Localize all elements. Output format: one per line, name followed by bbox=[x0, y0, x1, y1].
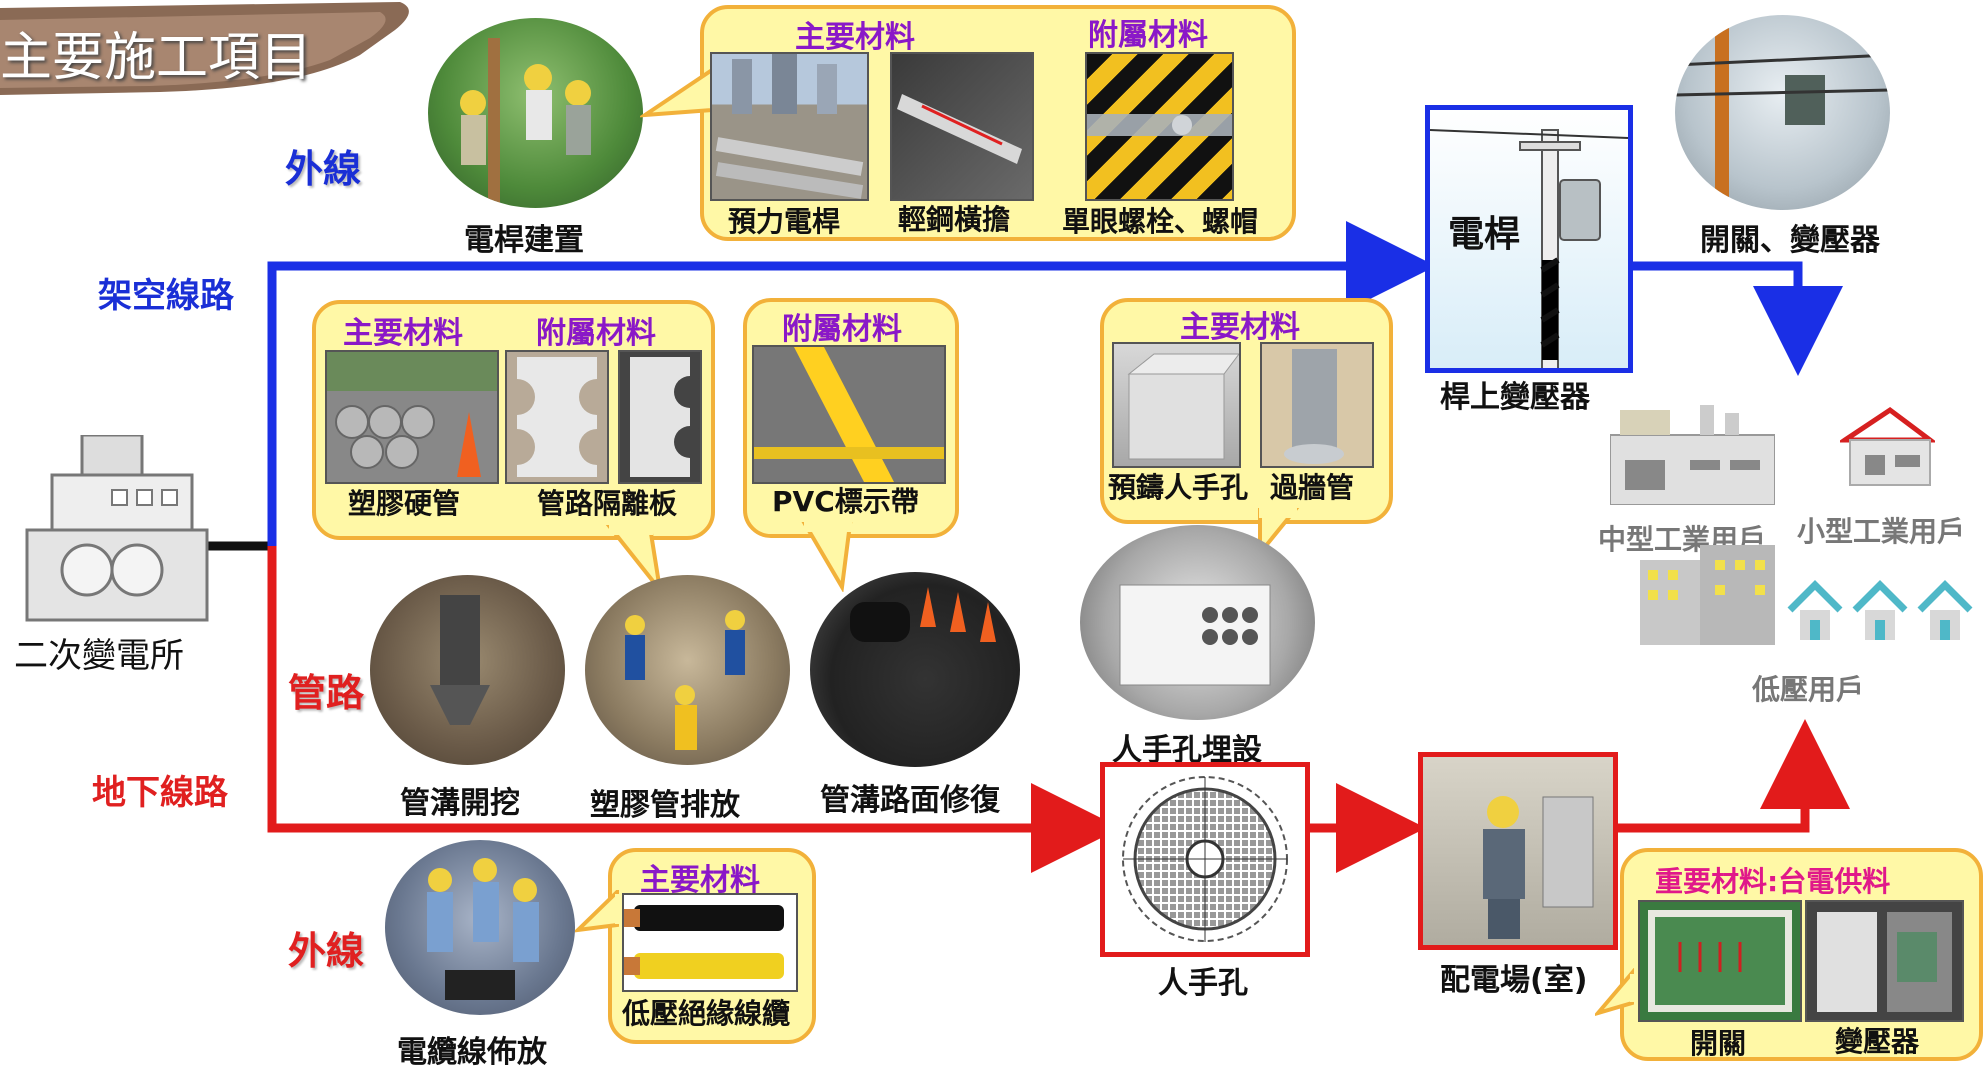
overhead-aux-header: 附屬材料 bbox=[1088, 18, 1208, 53]
prestressed-pole-photo bbox=[710, 52, 869, 201]
transformer-cabinet-photo bbox=[1805, 900, 1964, 1022]
bubble-tail-icon bbox=[575, 890, 620, 933]
pipe-aux-header: 附屬材料 bbox=[536, 316, 656, 351]
small-industry-icon bbox=[1836, 400, 1938, 490]
pole-transformer-label: 桿上變壓器 bbox=[1440, 380, 1590, 415]
plastic-pipe-photo bbox=[325, 350, 499, 484]
bubble-tail-icon bbox=[801, 522, 853, 592]
manhole-item-1: 預鑄人手孔 bbox=[1108, 471, 1249, 504]
step-label-3: 管溝路面修復 bbox=[820, 783, 1000, 818]
manhole-box bbox=[1100, 762, 1310, 957]
trench-excavation-photo bbox=[370, 575, 565, 765]
medium-industry-icon bbox=[1609, 405, 1776, 506]
overhead-section-label: 架空線路 bbox=[98, 276, 234, 316]
switch-transformer-label: 開關、變壓器 bbox=[1700, 223, 1880, 258]
houses-icon bbox=[1785, 575, 1980, 645]
eye-bolt-photo bbox=[1085, 52, 1234, 201]
pipe-item-1: 塑膠硬管 bbox=[348, 487, 461, 520]
manhole-box-label: 人手孔 bbox=[1158, 966, 1248, 1001]
underground-outer-label: 外線 bbox=[288, 929, 365, 973]
substation bbox=[12, 433, 212, 625]
taipower-item-2: 變壓器 bbox=[1835, 1025, 1920, 1058]
precast-manhole-photo bbox=[1112, 342, 1241, 468]
utility-pole-icon bbox=[1429, 129, 1629, 371]
conduit-label: 管路 bbox=[288, 671, 365, 715]
manhole-main-header: 主要材料 bbox=[1180, 310, 1300, 345]
underground-section-label: 地下線路 bbox=[92, 773, 228, 813]
distribution-room-label: 配電場(室) bbox=[1440, 963, 1588, 998]
light-steel-crossarm-photo bbox=[890, 52, 1034, 201]
pvc-item-1: PVC標示帶 bbox=[772, 485, 919, 518]
residential-building-icon bbox=[1640, 545, 1775, 645]
pvc-tape-photo bbox=[752, 345, 946, 484]
overhead-outer-label: 外線 bbox=[285, 147, 362, 191]
taipower-item-1: 開關 bbox=[1690, 1027, 1747, 1060]
distribution-room-box bbox=[1418, 752, 1618, 950]
pole-box-label: 電桿 bbox=[1448, 214, 1521, 255]
taipower-header: 重要材料:台電供料 bbox=[1655, 865, 1891, 898]
pole-building-photo bbox=[428, 18, 643, 208]
bubble-tail-icon bbox=[605, 525, 663, 595]
substation-label: 二次變電所 bbox=[14, 636, 184, 676]
overhead-item-2: 輕鋼橫擔 bbox=[898, 203, 1011, 236]
road-repair-photo bbox=[810, 572, 1020, 767]
pole-build-label: 電桿建置 bbox=[464, 223, 584, 258]
step-label-1: 管溝開挖 bbox=[400, 786, 520, 821]
brush-stroke-icon bbox=[0, 2, 409, 95]
pvc-aux-header: 附屬材料 bbox=[782, 312, 902, 347]
cable-laying-photo bbox=[385, 840, 575, 1015]
page-title: 主要施工項目 bbox=[0, 28, 313, 88]
separator-plate-photo-2 bbox=[618, 350, 706, 484]
pipe-main-header: 主要材料 bbox=[343, 316, 463, 351]
overhead-item-3: 單眼螺栓、螺帽 bbox=[1062, 205, 1259, 238]
step-label-2: 塑膠管排放 bbox=[590, 788, 740, 823]
manhole-burial-photo bbox=[1080, 525, 1315, 720]
pole-box bbox=[1425, 105, 1633, 373]
plastic-pipe-laying-photo bbox=[585, 575, 790, 765]
title-banner: 主要施工項目 bbox=[0, 0, 420, 95]
worker-illustration-icon bbox=[1483, 796, 1594, 939]
substation-icon bbox=[25, 433, 209, 622]
separator-plate-photo-1 bbox=[499, 350, 615, 484]
cable-laying-label: 電纜線佈放 bbox=[397, 1035, 547, 1070]
bubble-tail-icon bbox=[640, 66, 715, 118]
switch-transformer-photo bbox=[1675, 15, 1890, 210]
wall-pipe-photo bbox=[1260, 342, 1374, 468]
insulated-cable-photo bbox=[622, 893, 798, 992]
switch-cabinet-photo bbox=[1638, 900, 1802, 1022]
manhole-cover-icon bbox=[1122, 776, 1288, 942]
cable-item-1: 低壓絕緣線纜 bbox=[622, 997, 791, 1030]
bubble-tail-icon bbox=[1258, 508, 1300, 558]
bubble-tail-icon bbox=[1595, 968, 1635, 1016]
small-customer-label: 小型工業用戶 bbox=[1797, 515, 1966, 548]
manhole-item-2: 過牆管 bbox=[1270, 471, 1355, 504]
low-voltage-customer-label: 低壓用戶 bbox=[1752, 673, 1865, 706]
overhead-item-1: 預力電桿 bbox=[728, 205, 841, 238]
overhead-main-header: 主要材料 bbox=[795, 20, 915, 55]
cable-main-header: 主要材料 bbox=[640, 863, 760, 898]
pipe-item-2: 管路隔離板 bbox=[537, 487, 678, 520]
